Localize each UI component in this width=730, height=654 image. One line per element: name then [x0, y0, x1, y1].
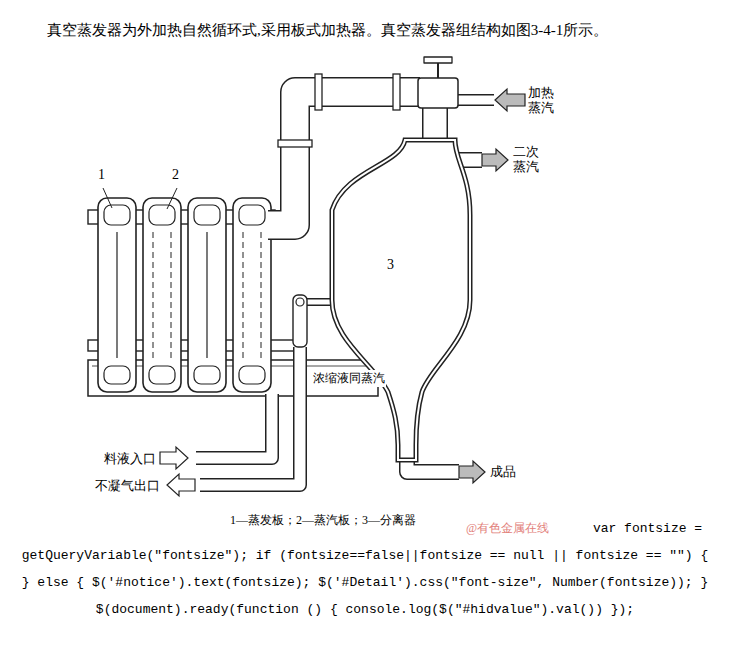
callout-number: 1 [98, 167, 105, 183]
flow-arrow [167, 474, 195, 496]
valve [424, 57, 452, 63]
code-text: var fontsize = getQueryVariable("fontsiz… [22, 521, 709, 617]
flow-arrow [495, 89, 525, 111]
evaporation-plate [194, 205, 220, 225]
flow-label: 料液入口 [104, 450, 156, 468]
valve [418, 57, 494, 148]
steam-plate [233, 198, 271, 392]
evaporation-plate [188, 198, 226, 392]
figure-caption: 1—蒸发板；2—蒸汽板；3—分离器 [230, 512, 416, 529]
page-script-text: var fontsize = getQueryVariable("fontsiz… [15, 515, 715, 623]
pipe-flange [315, 74, 322, 110]
flow-arrow [482, 149, 508, 171]
leader-line [103, 188, 112, 208]
feed-pipe [196, 394, 272, 458]
separator-vessel: 3 [330, 130, 475, 465]
valve [456, 96, 494, 105]
steam-plate [239, 366, 265, 384]
watermark: @有色金属在线 [466, 520, 549, 537]
pipe-flange [278, 140, 312, 147]
small-vessel [293, 295, 307, 347]
pipe-flange [278, 74, 400, 147]
evaporation-plate [98, 198, 136, 392]
valve [456, 94, 494, 106]
flow-label: 二次蒸汽 [513, 145, 540, 175]
steam-plate [171, 232, 172, 358]
flow-label: 浓缩液同蒸汽 [312, 370, 386, 387]
evaporation-plate [104, 366, 130, 384]
vessel-wall [332, 140, 470, 460]
steam-plate [143, 198, 271, 392]
flow-arrow [160, 447, 188, 469]
vessel-outline [330, 130, 475, 465]
flow-arrow [459, 461, 485, 483]
leader-line [103, 188, 177, 209]
steam-plate [149, 205, 175, 225]
evaporation-plate [104, 205, 130, 225]
flow-label: 不凝气出口 [95, 477, 160, 495]
flow-arrow [160, 89, 525, 496]
evaporation-plate [116, 232, 117, 358]
flow-label: 成品 [490, 463, 516, 481]
evaporation-plate [194, 366, 220, 384]
evaporation-plate [98, 198, 226, 392]
small-vessel [296, 298, 304, 306]
leader-line [167, 188, 177, 209]
steam-plate [261, 232, 262, 358]
steam-plate [149, 366, 175, 384]
steam-plate [153, 232, 154, 358]
flow-label: 加热蒸汽 [528, 86, 555, 116]
steam-plate [143, 198, 181, 392]
callout-number: 3 [387, 257, 394, 273]
evaporation-plate [206, 232, 207, 358]
valve [418, 78, 458, 108]
feed-pipe [196, 394, 272, 458]
steam-plate [243, 232, 244, 358]
callout-number: 2 [172, 167, 179, 183]
valve [437, 62, 439, 78]
feed-pipe [196, 394, 272, 458]
steam-plate [239, 205, 265, 225]
vessel-wall [332, 140, 470, 460]
intro-text: 真空蒸发器为外加热自然循环式,采用板式加热器。真空蒸发器组结构如图3-4-1所示… [47, 21, 608, 40]
pipe-flange [393, 74, 400, 110]
